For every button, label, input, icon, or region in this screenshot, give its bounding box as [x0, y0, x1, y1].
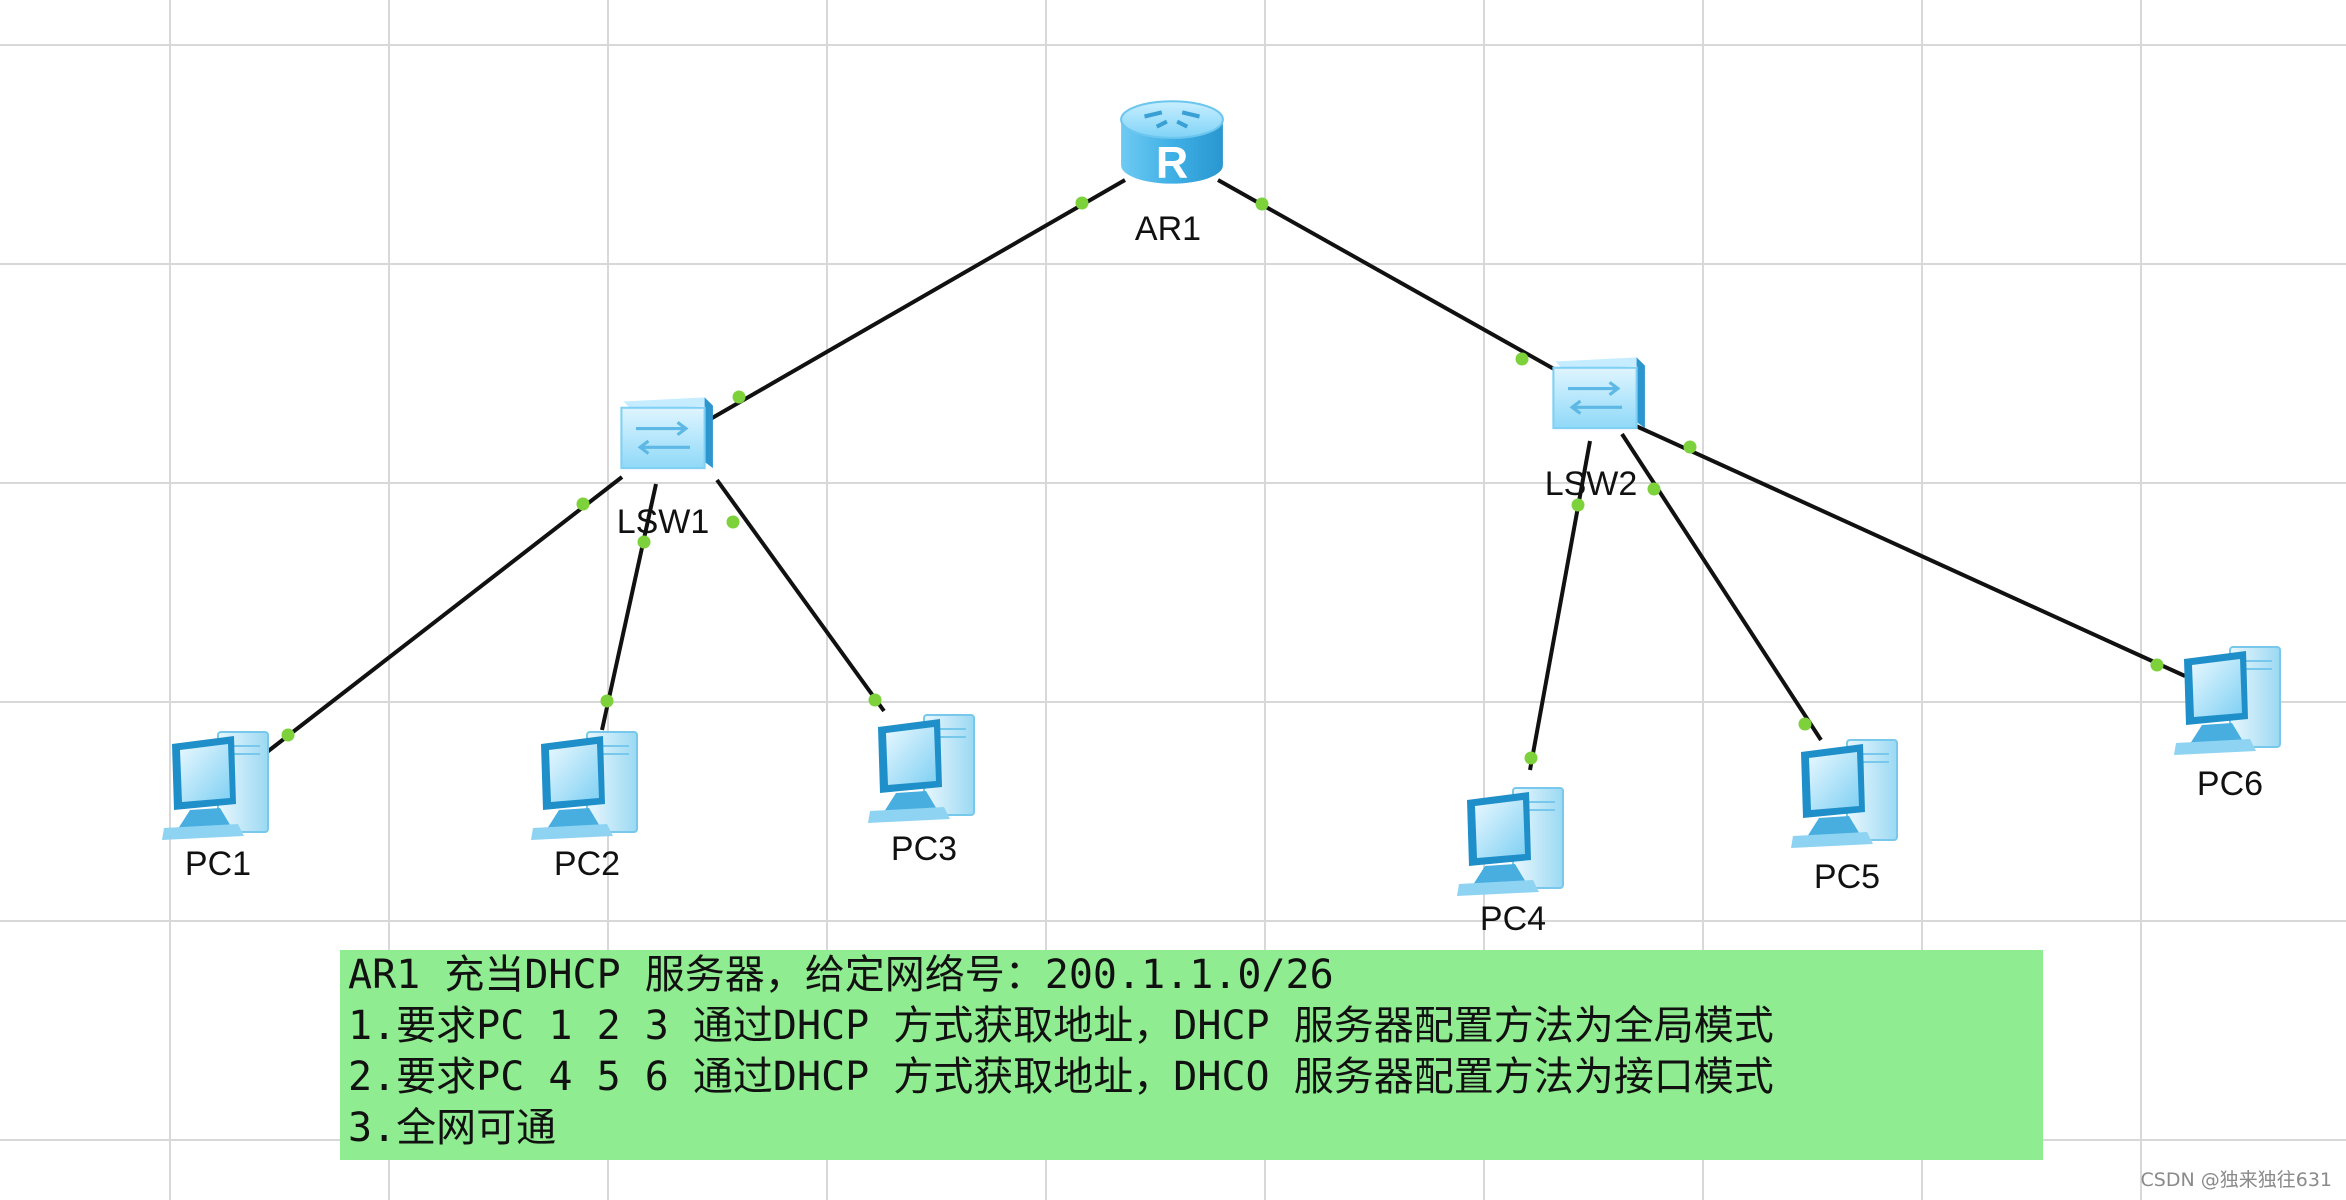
node-label-pc4: PC4: [1479, 900, 1547, 938]
pc-icon[interactable]: [867, 714, 975, 824]
port-dot: [1075, 196, 1089, 210]
port-dot: [600, 694, 614, 708]
port-dot: [281, 728, 295, 742]
link-lsw1-pc3: [715, 478, 886, 713]
port-dot: [2150, 658, 2164, 672]
port-dot: [1683, 440, 1697, 454]
link-ar1-lsw2: [1217, 178, 1571, 380]
link-lsw2-pc5: [1620, 432, 1823, 742]
port-dot: [1571, 498, 1585, 512]
port-dot: [732, 390, 746, 404]
port-dot: [726, 515, 740, 529]
node-label-pc1: PC1: [184, 845, 252, 883]
router-icon[interactable]: [1121, 101, 1223, 187]
note-line: AR1 充当DHCP 服务器，给定网络号：200.1.1.0/26: [348, 952, 1334, 998]
node-label-ar1: AR1: [1134, 210, 1202, 248]
node-label-lsw1: LSW1: [616, 503, 710, 541]
node-label-pc2: PC2: [553, 845, 621, 883]
node-label-pc6: PC6: [2196, 765, 2264, 803]
links-layer: [256, 178, 2186, 771]
watermark: CSDN @独来独往631: [2140, 1169, 2332, 1191]
note-line: 3.全网可通: [348, 1105, 557, 1151]
port-dot: [1647, 482, 1661, 496]
port-dot: [1255, 197, 1269, 211]
port-dot: [1515, 352, 1529, 366]
nodes-layer: [161, 101, 2281, 897]
link-lsw1-pc2: [600, 483, 658, 731]
port-dot: [1524, 751, 1538, 765]
link-lsw2-pc6: [1635, 424, 2186, 678]
pc-icon[interactable]: [530, 731, 638, 841]
note-line: 1.要求PC 1 2 3 通过DHCP 方式获取地址，DHCP 服务器配置方法为…: [348, 1003, 1774, 1049]
pc-icon[interactable]: [1456, 787, 1564, 897]
node-label-pc5: PC5: [1813, 858, 1881, 896]
port-dot: [1798, 717, 1812, 731]
switch-icon[interactable]: [1551, 355, 1647, 430]
link-lsw1-pc1: [256, 475, 624, 761]
port-dot: [576, 497, 590, 511]
switch-icon[interactable]: [619, 395, 715, 470]
port-dot: [868, 693, 882, 707]
link-ar1-lsw1: [699, 178, 1126, 427]
pc-icon[interactable]: [161, 731, 269, 841]
requirements-note: AR1 充当DHCP 服务器，给定网络号：200.1.1.0/26 1.要求PC…: [340, 950, 2043, 1160]
link-lsw2-pc4: [1528, 440, 1592, 771]
node-label-pc3: PC3: [890, 830, 958, 868]
pc-icon[interactable]: [1790, 739, 1898, 849]
pc-icon[interactable]: [2173, 646, 2281, 756]
note-line: 2.要求PC 4 5 6 通过DHCP 方式获取地址，DHCO 服务器配置方法为…: [348, 1054, 1774, 1100]
port-dot: [637, 535, 651, 549]
node-label-lsw2: LSW2: [1544, 465, 1638, 503]
